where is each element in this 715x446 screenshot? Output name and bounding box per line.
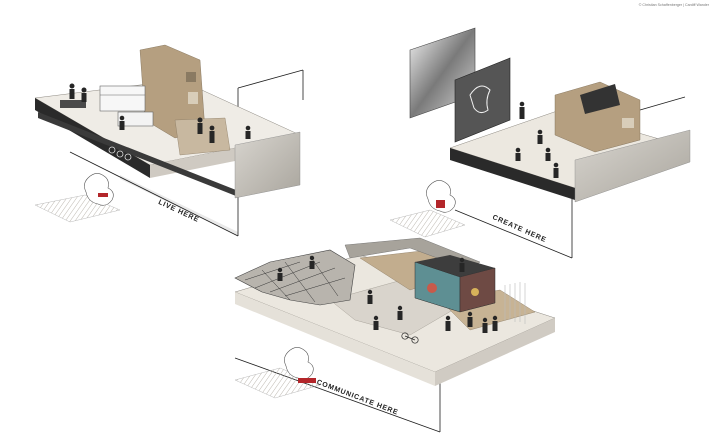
live-tower-window [186,72,196,82]
credit-line: © Christian Schaffenberger | Cardiff Wan… [638,3,709,7]
create-plane-edge [454,209,573,259]
live-tower-window [188,92,198,104]
create-screen-figure [469,85,491,114]
live-basement-strip [38,112,236,196]
live-basement-ring [124,153,132,161]
communicate-here-panel [234,237,556,433]
live-white-furniture [117,111,154,127]
live-dark-sofa [60,100,86,108]
communicate-net-lines [244,255,346,303]
create-people-group [515,101,559,178]
communicate-slab-side [435,318,555,386]
create-plane-top [639,96,686,111]
communicate-people-group [277,255,498,333]
live-plane-top [237,69,304,89]
create-concrete-block [574,129,691,203]
communicate-mural-mark [427,283,437,293]
communicate-pavilion-top [415,255,495,277]
create-location-diagram [389,180,466,238]
create-studio-window [622,118,634,128]
create-slab-front [450,148,575,200]
communicate-vertical-screens [504,282,526,324]
live-timber-block [174,117,231,156]
communicate-slab-front [235,292,435,386]
communicate-net-structure [234,249,356,306]
live-concrete-wall [234,131,301,199]
live-white-furniture [99,85,146,112]
live-caption-plane [120,175,238,236]
live-here-panel [34,44,304,237]
create-timber-studio [554,81,641,153]
create-here-panel [389,27,691,259]
live-plane-edge [69,151,239,237]
communicate-location-diagram [234,347,321,399]
communicate-bicycle-icon [401,332,419,344]
communicate-plane-edge [234,357,441,433]
create-dark-roof [580,84,620,114]
live-location-diagram [34,173,121,223]
create-projection-screen-front [454,57,511,143]
live-people-group [69,83,251,143]
live-basement-ring [108,146,116,154]
communicate-mural-mark [471,288,479,296]
live-basement-ring [116,150,124,158]
